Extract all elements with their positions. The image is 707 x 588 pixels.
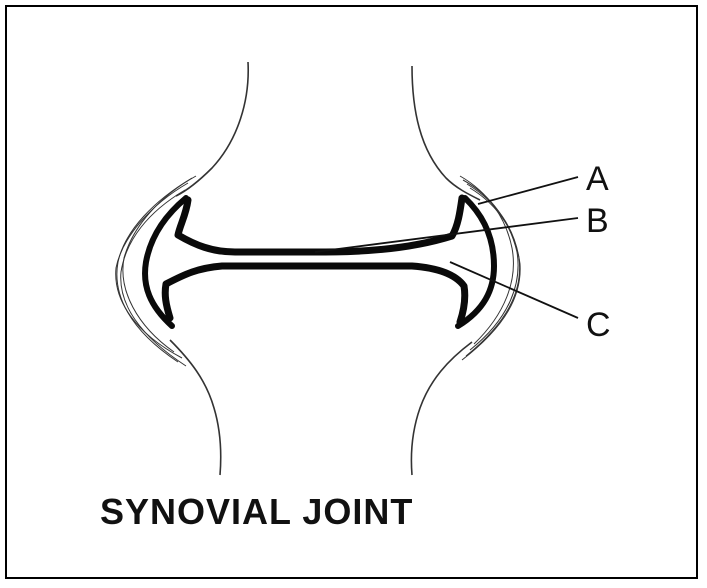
label-c: C <box>586 306 611 344</box>
articular-cartilage <box>165 198 465 322</box>
leader-lines <box>315 177 578 318</box>
label-a: A <box>586 160 609 198</box>
leader-line-b <box>315 218 578 252</box>
label-b: B <box>586 202 609 240</box>
diagram-caption: SYNOVIAL JOINT <box>100 491 413 533</box>
synovial-membrane <box>145 198 494 326</box>
leader-line-c <box>450 262 578 318</box>
leader-line-a <box>478 177 578 204</box>
